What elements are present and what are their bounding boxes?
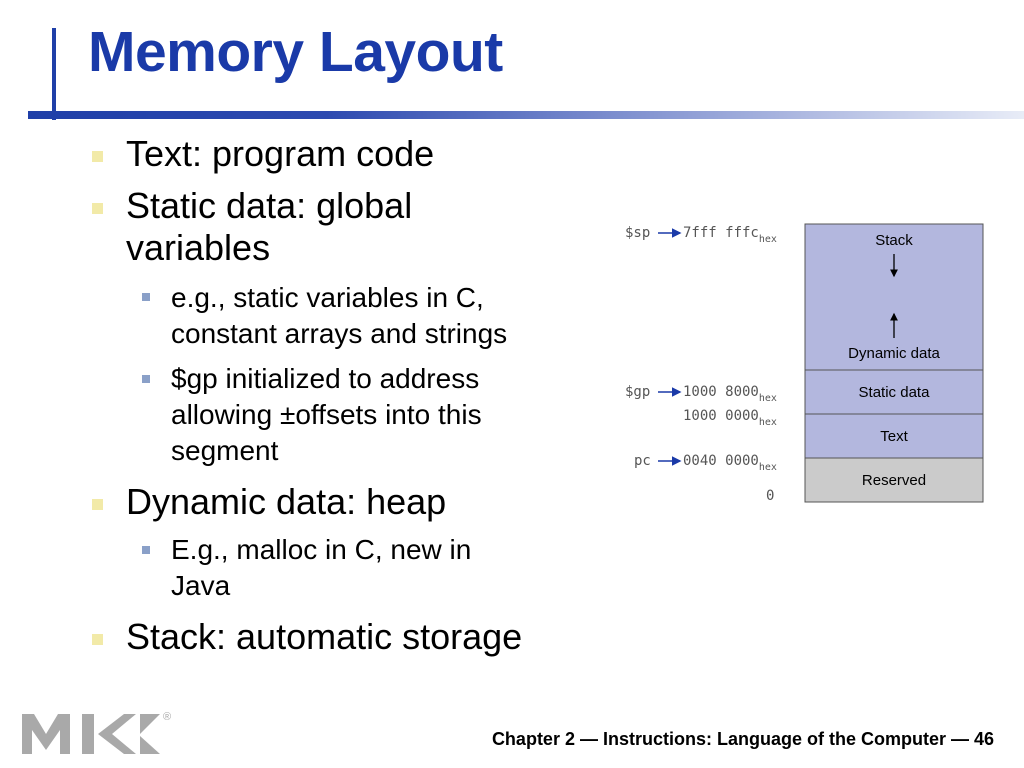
sub-bullet-text: constant arrays and strings: [171, 318, 508, 349]
reserved-segment: [804, 457, 984, 503]
static-start-address: 1000 0000: [683, 408, 759, 424]
gp-register-label: $gp: [625, 384, 650, 400]
bullet-text: variables: [126, 227, 271, 268]
static-data-label: Static data: [859, 384, 931, 401]
bullet-marker: [92, 499, 103, 510]
hex-suffix: hex: [759, 393, 777, 404]
sub-bullet-marker: [142, 293, 150, 301]
bullet-text: Stack: automatic storage: [126, 616, 523, 657]
title-underline-bar: [28, 111, 1024, 119]
pc-address: 0040 0000: [683, 453, 759, 469]
hex-suffix: hex: [759, 234, 777, 245]
slide-footer: Chapter 2 — Instructions: Language of th…: [491, 729, 994, 749]
text-segment: [804, 413, 984, 459]
svg-text:0040 0000hex: 0040 0000hex: [683, 453, 777, 473]
dynamic-data-label: Dynamic data: [848, 345, 940, 362]
bullet-marker: [92, 203, 103, 214]
hex-suffix: hex: [759, 462, 777, 473]
hex-suffix: hex: [759, 417, 777, 428]
mk-logo: ®: [22, 711, 171, 754]
sub-bullet-marker: [142, 375, 150, 383]
pc-register-label: pc: [634, 453, 651, 469]
text-segment-label: Text: [880, 428, 908, 445]
registered-mark: ®: [163, 711, 171, 723]
bullet-text: Text: program code: [126, 133, 435, 174]
svg-text:1000 8000hex: 1000 8000hex: [683, 384, 777, 404]
sub-bullet-marker: [142, 546, 150, 554]
sp-address: 7fff fffc: [683, 225, 759, 241]
stack-label: Stack: [875, 232, 913, 249]
sub-bullet-text: Java: [171, 570, 231, 601]
bullet-marker: [92, 634, 103, 645]
reserved-label: Reserved: [862, 472, 926, 489]
bullet-marker: [92, 151, 103, 162]
sub-bullet-text: segment: [171, 435, 279, 466]
sub-bullet-text: E.g., malloc in C, new in: [171, 534, 472, 565]
sub-bullet-text: e.g., static variables in C,: [171, 282, 484, 313]
bullet-text: Static data: global: [126, 185, 413, 226]
slide-title: Memory Layout: [88, 20, 503, 84]
sub-bullet-text: allowing ±offsets into this: [171, 399, 482, 430]
title-vertical-bar: [52, 28, 56, 120]
bullet-text: Dynamic data: heap: [126, 481, 447, 522]
svg-text:1000 0000hex: 1000 0000hex: [683, 408, 777, 428]
zero-address: 0: [766, 488, 774, 504]
memory-layout-diagram: Stack Dynamic data Static data Text Rese…: [625, 223, 984, 504]
gp-address: 1000 8000: [683, 384, 759, 400]
stack-dynamic-segment: [804, 223, 984, 371]
sub-bullet-text: $gp initialized to address: [171, 363, 480, 394]
sp-register-label: $sp: [625, 225, 650, 241]
svg-text:7fff fffchex: 7fff fffchex: [683, 225, 777, 245]
